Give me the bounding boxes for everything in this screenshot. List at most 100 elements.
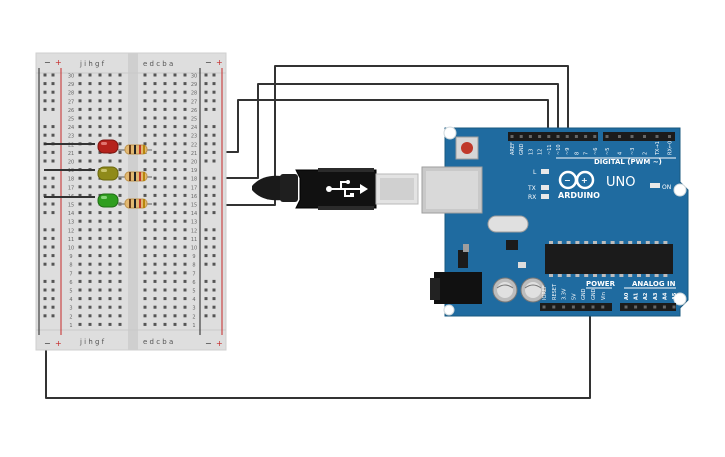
breadboard-hole[interactable] bbox=[78, 236, 82, 240]
breadboard-hole[interactable] bbox=[118, 245, 122, 249]
breadboard-hole[interactable] bbox=[173, 193, 177, 197]
rail-hole[interactable] bbox=[43, 245, 47, 249]
breadboard-hole[interactable] bbox=[153, 262, 157, 266]
breadboard-hole[interactable] bbox=[88, 116, 92, 120]
power-pin-hole[interactable] bbox=[562, 305, 566, 309]
breadboard-hole[interactable] bbox=[153, 125, 157, 129]
breadboard-hole[interactable] bbox=[153, 82, 157, 86]
breadboard-hole[interactable] bbox=[78, 322, 82, 326]
breadboard-hole[interactable] bbox=[143, 322, 147, 326]
breadboard-hole[interactable] bbox=[163, 185, 167, 189]
breadboard-hole[interactable] bbox=[88, 125, 92, 129]
breadboard-hole[interactable] bbox=[88, 133, 92, 137]
rail-hole[interactable] bbox=[212, 245, 216, 249]
breadboard-hole[interactable] bbox=[98, 99, 102, 103]
breadboard-hole[interactable] bbox=[78, 107, 82, 111]
breadboard-hole[interactable] bbox=[143, 245, 147, 249]
breadboard-hole[interactable] bbox=[88, 219, 92, 223]
breadboard-hole[interactable] bbox=[153, 107, 157, 111]
breadboard-hole[interactable] bbox=[153, 297, 157, 301]
breadboard-hole[interactable] bbox=[118, 271, 122, 275]
breadboard-hole[interactable] bbox=[78, 245, 82, 249]
breadboard-hole[interactable] bbox=[153, 185, 157, 189]
rail-hole[interactable] bbox=[43, 73, 47, 77]
breadboard-hole[interactable] bbox=[183, 116, 187, 120]
breadboard-hole[interactable] bbox=[163, 228, 167, 232]
breadboard-hole[interactable] bbox=[108, 73, 112, 77]
breadboard-hole[interactable] bbox=[173, 322, 177, 326]
rail-hole[interactable] bbox=[43, 279, 47, 283]
breadboard-hole[interactable] bbox=[118, 133, 122, 137]
power-pin-hole[interactable] bbox=[601, 305, 605, 309]
breadboard-hole[interactable] bbox=[118, 99, 122, 103]
breadboard-hole[interactable] bbox=[98, 314, 102, 318]
breadboard-hole[interactable] bbox=[108, 262, 112, 266]
rail-hole[interactable] bbox=[212, 185, 216, 189]
rail-hole[interactable] bbox=[204, 314, 208, 318]
rail-hole[interactable] bbox=[212, 228, 216, 232]
breadboard-hole[interactable] bbox=[78, 279, 82, 283]
breadboard-hole[interactable] bbox=[143, 107, 147, 111]
breadboard-hole[interactable] bbox=[183, 142, 187, 146]
breadboard-hole[interactable] bbox=[173, 99, 177, 103]
breadboard-hole[interactable] bbox=[78, 271, 82, 275]
breadboard-hole[interactable] bbox=[153, 271, 157, 275]
breadboard-hole[interactable] bbox=[143, 297, 147, 301]
rail-hole[interactable] bbox=[212, 288, 216, 292]
breadboard-hole[interactable] bbox=[153, 202, 157, 206]
breadboard-hole[interactable] bbox=[153, 142, 157, 146]
breadboard-hole[interactable] bbox=[108, 133, 112, 137]
breadboard-hole[interactable] bbox=[153, 314, 157, 318]
breadboard-hole[interactable] bbox=[108, 116, 112, 120]
breadboard-hole[interactable] bbox=[153, 193, 157, 197]
rail-hole[interactable] bbox=[212, 125, 216, 129]
breadboard-hole[interactable] bbox=[88, 279, 92, 283]
breadboard-hole[interactable] bbox=[183, 82, 187, 86]
breadboard-hole[interactable] bbox=[118, 314, 122, 318]
rail-hole[interactable] bbox=[212, 254, 216, 258]
rail-hole[interactable] bbox=[43, 107, 47, 111]
rail-hole[interactable] bbox=[212, 142, 216, 146]
breadboard-hole[interactable] bbox=[78, 185, 82, 189]
breadboard-hole[interactable] bbox=[108, 107, 112, 111]
breadboard-hole[interactable] bbox=[108, 185, 112, 189]
breadboard-hole[interactable] bbox=[163, 314, 167, 318]
breadboard-hole[interactable] bbox=[153, 99, 157, 103]
rail-hole[interactable] bbox=[212, 193, 216, 197]
breadboard-hole[interactable] bbox=[143, 228, 147, 232]
rail-hole[interactable] bbox=[204, 228, 208, 232]
rail-hole[interactable] bbox=[51, 254, 55, 258]
digital-pin-hole[interactable] bbox=[593, 135, 597, 138]
breadboard-hole[interactable] bbox=[153, 176, 157, 180]
breadboard-hole[interactable] bbox=[143, 219, 147, 223]
resistor-1[interactable] bbox=[118, 144, 152, 155]
rail-hole[interactable] bbox=[43, 211, 47, 215]
breadboard-hole[interactable] bbox=[88, 99, 92, 103]
breadboard-hole[interactable] bbox=[98, 185, 102, 189]
breadboard-hole[interactable] bbox=[78, 159, 82, 163]
breadboard-hole[interactable] bbox=[108, 271, 112, 275]
digital-pin-hole[interactable] bbox=[668, 135, 671, 138]
breadboard-hole[interactable] bbox=[88, 185, 92, 189]
breadboard-hole[interactable] bbox=[88, 193, 92, 197]
breadboard-hole[interactable] bbox=[118, 73, 122, 77]
rail-hole[interactable] bbox=[212, 314, 216, 318]
breadboard-hole[interactable] bbox=[163, 219, 167, 223]
breadboard-hole[interactable] bbox=[183, 202, 187, 206]
breadboard-hole[interactable] bbox=[173, 262, 177, 266]
breadboard-hole[interactable] bbox=[108, 90, 112, 94]
rail-hole[interactable] bbox=[212, 159, 216, 163]
breadboard-hole[interactable] bbox=[143, 262, 147, 266]
breadboard-hole[interactable] bbox=[143, 90, 147, 94]
breadboard-hole[interactable] bbox=[173, 82, 177, 86]
breadboard-hole[interactable] bbox=[88, 228, 92, 232]
rail-hole[interactable] bbox=[212, 202, 216, 206]
breadboard-hole[interactable] bbox=[108, 305, 112, 309]
usb-cable[interactable] bbox=[252, 168, 419, 210]
breadboard-hole[interactable] bbox=[183, 305, 187, 309]
breadboard-hole[interactable] bbox=[118, 185, 122, 189]
digital-pin-hole[interactable] bbox=[510, 135, 514, 138]
breadboard-hole[interactable] bbox=[153, 279, 157, 283]
breadboard-hole[interactable] bbox=[163, 322, 167, 326]
breadboard-hole[interactable] bbox=[183, 99, 187, 103]
